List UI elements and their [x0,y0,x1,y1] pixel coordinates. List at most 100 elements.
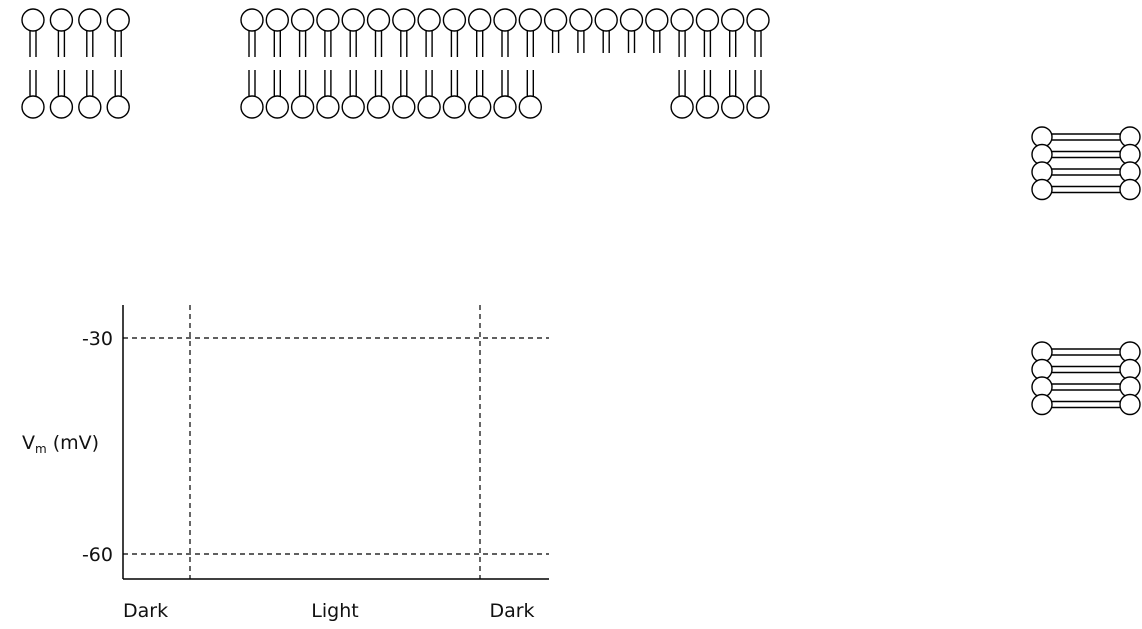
lipid-head [341,8,365,32]
upper-leaflet-lipid [493,8,517,57]
lipid-head [721,95,745,119]
lower-leaflet-lipid [341,70,365,119]
stack-lipid [1031,143,1141,166]
lower-leaflet-lipid [78,70,102,119]
lower-leaflet-lipid [106,70,130,119]
horizontal-lipid-stack-lower [1031,341,1141,416]
lipid-head [1119,178,1141,201]
lipid-head [695,8,720,32]
lower-leaflet-lipid [21,70,45,119]
upper-leaflet-lipid [721,8,745,57]
upper-leaflet-lipid [21,8,45,57]
y-axis-label-symbol: V [22,432,35,454]
upper-leaflet-lipid [106,8,130,57]
y-axis-label-unit: (mV) [53,432,99,454]
lipid-head [746,8,770,32]
x-label-dark-end: Dark [489,600,534,622]
lipid-head [1031,178,1053,201]
lipid-head [468,8,492,32]
lipid-head [316,8,340,32]
lipid-head [645,8,669,32]
lipid-head [366,95,391,119]
lipid-head [442,8,467,32]
x-label-dark-start: Dark [123,600,168,622]
lower-leaflet-lipid [392,70,416,119]
lipid-head [290,95,315,119]
y-tick-label-minus-60: -60 [82,544,113,566]
lipid-head [392,95,416,119]
lipid-head [265,8,289,32]
lipid-head [341,95,365,119]
stack-lipid [1031,341,1141,363]
lower-leaflet-lipid [366,70,391,119]
upper-leaflet-lipid [341,8,365,57]
stack-lipid [1031,126,1141,148]
lipid-head [721,8,745,32]
lipid-head [543,8,568,32]
x-label-light: Light [311,600,358,622]
lipid-head [569,8,593,32]
lipid-head [518,95,542,119]
upper-leaflet-lipid [316,8,340,57]
lipid-head [442,95,467,119]
lipid-head [240,95,264,119]
upper-leaflet-lipid [594,8,618,53]
lower-leaflet-lipid [670,70,694,119]
lipid-head [1031,393,1053,416]
lower-leaflet-lipid [468,70,492,119]
lipid-head [417,95,441,119]
lower-leaflet-lipid [518,70,542,119]
lipid-head [78,95,102,119]
upper-leaflet-lipid [468,8,492,57]
stack-lipid [1031,358,1141,381]
stack-lipid [1031,161,1141,183]
upper-leaflet-lipid [392,8,416,57]
small-lipid-bilayer [21,8,130,119]
lower-leaflet-lipid [721,70,745,119]
lower-leaflet-lipid [290,70,315,119]
upper-leaflet-lipid [670,8,694,57]
lipid-head [619,8,644,32]
long-lipid-bilayer-with-gap [240,8,770,119]
stack-lipid [1031,376,1141,398]
lipid-head [316,95,340,119]
upper-leaflet-lipid [366,8,391,57]
lipid-head [594,8,618,32]
lipid-head [49,95,74,119]
lipid-head [695,95,720,119]
upper-leaflet-lipid [240,8,264,57]
upper-leaflet-lipid [265,8,289,57]
upper-leaflet-lipid [442,8,467,57]
lower-leaflet-lipid [265,70,289,119]
upper-leaflet-lipid [645,8,669,53]
lower-leaflet-lipid [695,70,720,119]
lipid-head [265,95,289,119]
lipid-head [21,95,45,119]
lower-leaflet-lipid [417,70,441,119]
upper-leaflet-lipid [695,8,720,57]
lipid-head [366,8,391,32]
membrane-potential-graph: -30 -60 Vm (mV) Dark Light Dark [22,305,549,622]
upper-leaflet-lipid [543,8,568,53]
upper-leaflet-lipid [746,8,770,57]
y-axis-label-subscript: m [35,442,47,456]
upper-leaflet-lipid [49,8,74,57]
lipid-head [106,8,130,32]
lipid-head [670,8,694,32]
lipid-head [392,8,416,32]
y-tick-label-minus-30: -30 [82,328,113,350]
lower-leaflet-lipid [493,70,517,119]
horizontal-lipid-stack-upper [1031,126,1141,201]
lipid-head [1119,393,1141,416]
lipid-head [240,8,264,32]
lipid-head [746,95,770,119]
lower-leaflet-lipid [746,70,770,119]
upper-leaflet-lipid [78,8,102,57]
lipid-head [518,8,542,32]
lower-leaflet-lipid [316,70,340,119]
lipid-head [417,8,441,32]
lipid-head [670,95,694,119]
lower-leaflet-lipid [240,70,264,119]
lipid-head [493,95,517,119]
